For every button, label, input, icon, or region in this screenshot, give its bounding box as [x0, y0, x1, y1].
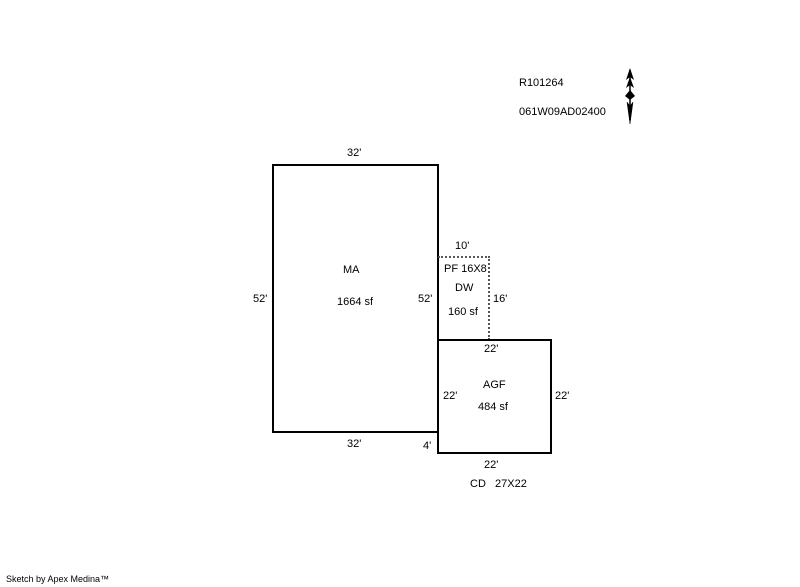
pf-label: PF 16X8 [444, 263, 487, 275]
north-arrow-icon [625, 68, 635, 124]
pf-top-dimension: 10' [455, 240, 470, 252]
agf-area-size: 484 sf [478, 401, 508, 413]
agf-left-dimension: 22' [443, 390, 458, 402]
sketch-credit: Sketch by Apex Medina™ [6, 574, 110, 584]
pf-area-code: DW [455, 282, 474, 294]
ma-top-dimension: 32' [347, 147, 362, 159]
agf-area-outline [437, 339, 552, 454]
agf-top-dimension: 22' [484, 343, 499, 355]
agf-bottom-dimension: 22' [484, 459, 499, 471]
ma-area-size: 1664 sf [337, 296, 374, 308]
agf-right-dimension: 22' [555, 390, 570, 402]
pf-area-outline [438, 256, 490, 340]
map-number: 061W09AD02400 [519, 106, 606, 118]
ma-area-outline [272, 164, 439, 433]
agf-area-code: AGF [483, 379, 506, 391]
parcel-id: R101264 [519, 77, 564, 89]
ma-area-code: MA [343, 264, 360, 276]
ma-left-dimension: 52' [253, 293, 268, 305]
agf-offset-dimension: 4' [423, 440, 432, 452]
pf-right-dimension: 16' [493, 293, 508, 305]
ma-right-dimension: 52' [418, 293, 433, 305]
ma-bottom-dimension: 32' [347, 438, 362, 450]
pf-area-size: 160 sf [448, 306, 478, 318]
cd-label: CD 27X22 [470, 478, 527, 490]
